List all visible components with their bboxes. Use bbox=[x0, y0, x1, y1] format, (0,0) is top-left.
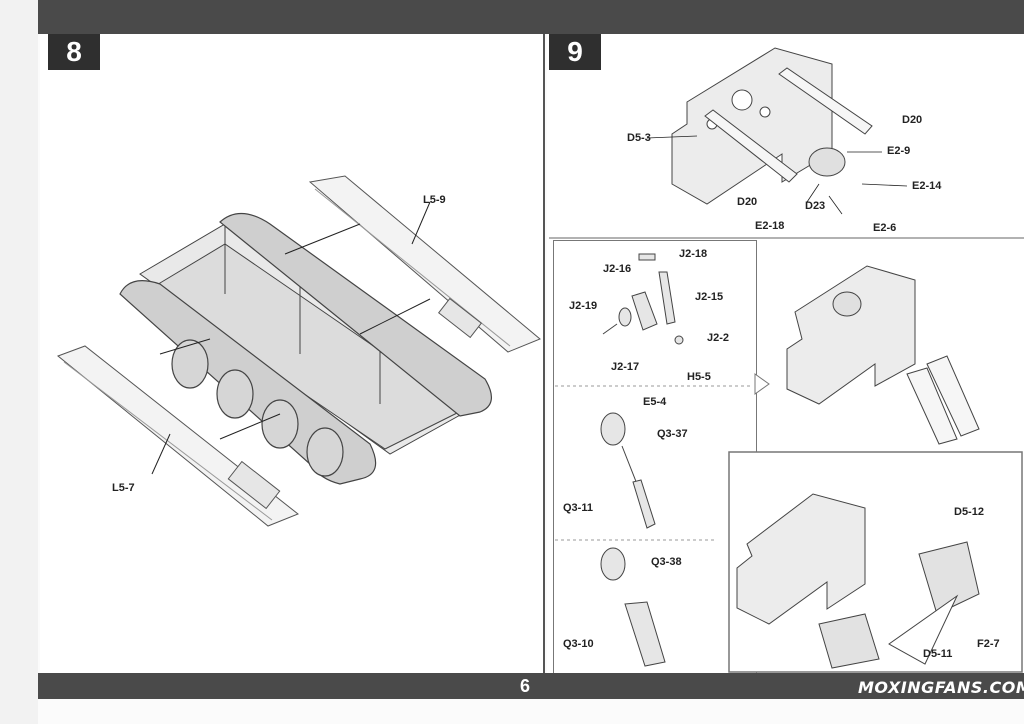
exhaust-pipes-d20 bbox=[704, 67, 873, 183]
fender-plate-lower bbox=[57, 345, 299, 527]
page-number: 6 bbox=[520, 676, 531, 696]
label-q3-38: Q3-38 bbox=[651, 556, 682, 568]
assembled-rear-plate bbox=[786, 265, 980, 445]
label-d5-3: D5-3 bbox=[627, 132, 651, 144]
label-j2-15: J2-15 bbox=[695, 291, 724, 303]
bottom-bar bbox=[38, 673, 1024, 699]
label-d20-a: D20 bbox=[902, 114, 923, 126]
label-e2-9: E2-9 bbox=[887, 145, 911, 157]
fan-disc-e2-9 bbox=[808, 147, 846, 177]
label-d5-11: D5-11 bbox=[923, 648, 953, 660]
sub-assembly-frame bbox=[553, 240, 757, 674]
top-bar bbox=[38, 0, 1024, 34]
step-9-sub-diagrams bbox=[555, 253, 1023, 673]
road-wheels bbox=[171, 339, 344, 477]
assembly-arrows bbox=[151, 201, 431, 475]
leader-lines bbox=[646, 135, 908, 215]
exhaust-q3-38 bbox=[600, 547, 666, 667]
watermark: MOXINGFANS.COM bbox=[858, 678, 1024, 697]
label-e5-4: E5-4 bbox=[643, 396, 667, 408]
step-8-number: 8 bbox=[48, 34, 100, 70]
label-j2-16: J2-16 bbox=[603, 263, 632, 275]
label-e2-14: E2-14 bbox=[912, 180, 942, 192]
label-j2-2: J2-2 bbox=[707, 332, 730, 344]
label-d23: D23 bbox=[805, 200, 826, 212]
jack-parts bbox=[602, 253, 684, 345]
label-l5-7: L5-7 bbox=[112, 482, 135, 494]
label-q3-10: Q3-10 bbox=[563, 638, 594, 650]
step-8-diagram bbox=[57, 175, 541, 527]
label-e2-18: E2-18 bbox=[755, 220, 785, 232]
label-d20-b: D20 bbox=[737, 196, 758, 208]
label-e2-6: E2-6 bbox=[873, 222, 897, 234]
label-j2-17: J2-17 bbox=[611, 361, 640, 373]
label-q3-11: Q3-11 bbox=[563, 502, 593, 514]
label-d5-12: D5-12 bbox=[954, 506, 984, 518]
label-f2-7: F2-7 bbox=[977, 638, 1000, 650]
exhaust-q3-37 bbox=[600, 412, 656, 529]
label-j2-18: J2-18 bbox=[679, 248, 708, 260]
fender-plate-upper bbox=[308, 175, 541, 353]
label-j2-19: J2-19 bbox=[569, 300, 598, 312]
step-9-number: 9 bbox=[549, 34, 601, 70]
label-l5-9: L5-9 bbox=[423, 194, 446, 206]
label-q3-37: Q3-37 bbox=[657, 428, 688, 440]
step-9-main-diagram bbox=[549, 47, 1024, 239]
step-9-panel: 9 D5-3 D20 D20 E2-9 E2-14 D23 bbox=[547, 34, 1024, 674]
label-h5-5: H5-5 bbox=[687, 371, 711, 383]
final-assembly bbox=[736, 493, 980, 669]
step-8-panel: 8 bbox=[40, 34, 545, 673]
